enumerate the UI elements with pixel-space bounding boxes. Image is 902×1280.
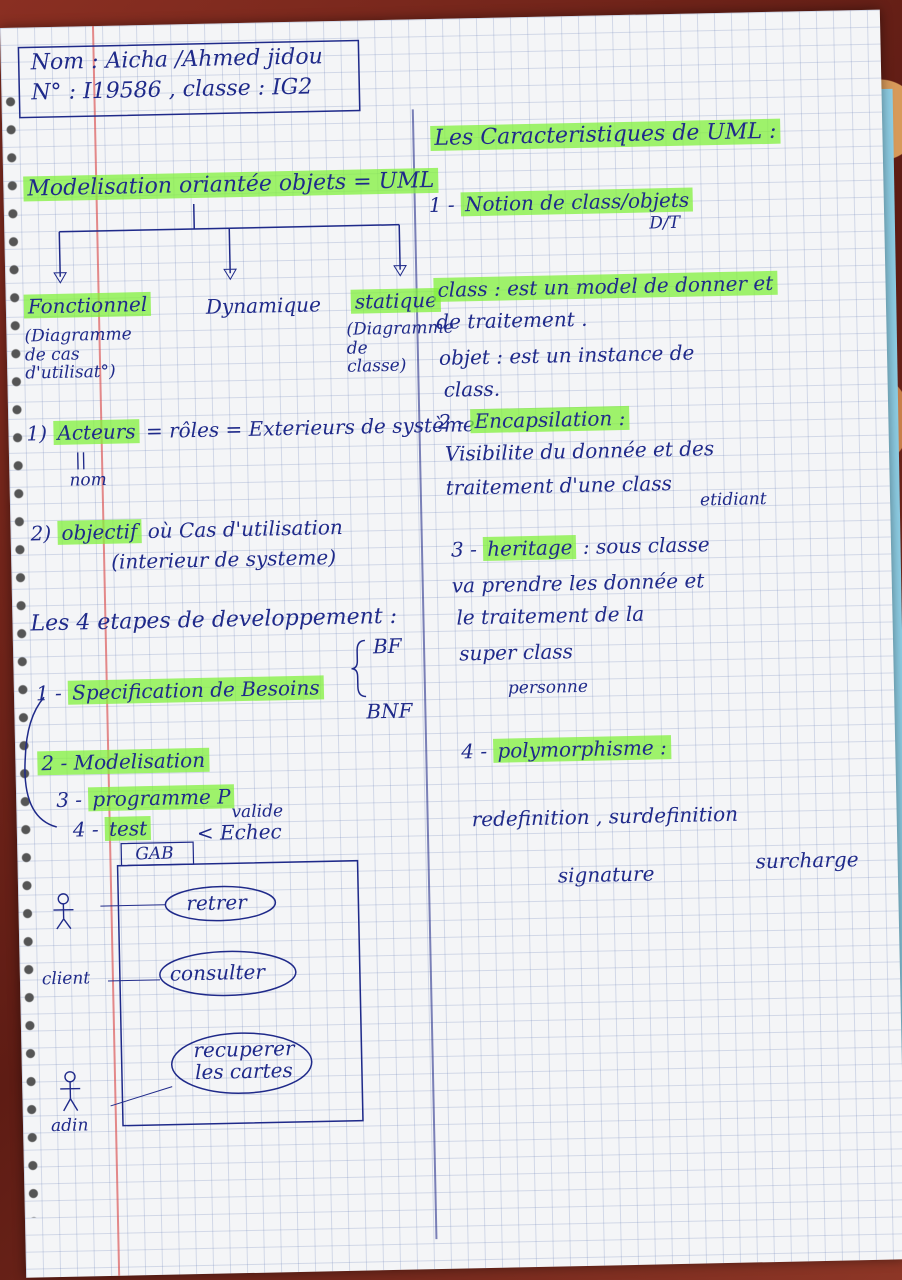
acteurs-num: 1) [26, 421, 48, 446]
objectif-below: (interieur de systeme) [110, 545, 337, 574]
tree-branch-2 [228, 228, 231, 274]
item-3-heading: heritage [482, 535, 577, 561]
actor-icon-2 [60, 1071, 81, 1112]
usecase-2: consulter [169, 959, 266, 986]
branch-note-statique: (Diagramme de classe) [346, 317, 454, 378]
actor-client: client [41, 968, 91, 990]
notebook-page: Nom : Aicha /Ahmed jidou N° : I19586 , c… [0, 9, 902, 1278]
step-2-num: 2 - [41, 750, 68, 776]
herit-2: va prendre les donnée et [451, 568, 705, 598]
branch-dynamique: Dynamique [205, 292, 322, 319]
actor-adin: adin [50, 1115, 89, 1137]
item-1-heading: Notion de class/objets [460, 187, 694, 217]
dt-label: D/T [649, 212, 681, 234]
branch-fonctionnel: Fonctionnel [23, 291, 152, 319]
bf-label: BF [372, 633, 402, 659]
step-3-num: 3 - [55, 787, 83, 812]
step-3-label: programme P [88, 784, 235, 812]
acteurs-below: nom [69, 469, 108, 491]
acteurs-word: Acteurs [53, 419, 140, 445]
objet-def-2: class. [443, 376, 501, 402]
step-1-num: 1 - [35, 680, 63, 706]
system-label-box [120, 841, 195, 867]
step-2-label: Modelisation [73, 747, 206, 775]
assoc-2 [107, 979, 160, 982]
drawing-layer [17, 39, 407, 1127]
system-label: GAB [135, 843, 174, 865]
item-2-num: 2 - [438, 409, 465, 434]
usecase-ellipse-3 [170, 1032, 313, 1094]
surcharge-label: surcharge [755, 847, 859, 874]
step-4-label: test [104, 816, 152, 841]
item-4-heading: polymorphisme : [493, 735, 672, 763]
objectif-rest: où Cas d'utilisation [147, 514, 344, 544]
personne-label: personne [507, 676, 589, 699]
item-2-heading: Encapsilation : [470, 405, 630, 434]
tree-branch-3 [398, 224, 401, 270]
branch-note-fonctionnel: (Diagramme de cas d'utilisat°) [24, 324, 132, 384]
usecase-ellipse-2 [159, 950, 297, 997]
encap-1: Visibilite du donnée et des [444, 436, 715, 466]
signature-label: signature [557, 861, 655, 888]
actor-icon-1 [53, 893, 74, 930]
objectif-word: objectif [57, 519, 142, 545]
herit-3: le traitement de la [456, 601, 645, 630]
usecase-3: recuperer les cartes [193, 1036, 295, 1085]
arrow-3 [393, 265, 407, 277]
encap-2: traitement d'une class [445, 471, 673, 500]
tree-branch-1 [58, 231, 61, 277]
objectif-num: 2) [30, 521, 52, 546]
assoc-3 [110, 1086, 173, 1107]
assoc-1 [100, 904, 166, 907]
class-def-2: de traitement . [435, 306, 588, 334]
bnf-label: BNF [366, 698, 413, 724]
etidiant-label: etidiant [699, 489, 767, 511]
objet-def: objet : est un instance de [438, 340, 695, 370]
system-boundary [116, 859, 364, 1127]
loop-arrow [24, 696, 57, 828]
brace [351, 639, 367, 698]
arrow-2 [223, 268, 237, 281]
header-box [17, 39, 361, 119]
arrow-1 [53, 272, 68, 284]
step-4-num: 4 - [72, 817, 99, 842]
item-4-num: 4 - [461, 738, 488, 764]
usecase-1: retrer [186, 890, 248, 916]
herit-1: : sous classe [582, 532, 710, 559]
acteurs-eq: || [74, 450, 87, 471]
branch-statique: statique [350, 287, 442, 314]
poly-1: redefinition , surdefinition [471, 801, 739, 832]
echec-label: < Echec [196, 819, 282, 846]
class-def-word: class : [437, 276, 501, 302]
herit-4: super class [458, 639, 574, 666]
item-1-num: 1 - [428, 192, 455, 218]
tree-stem [192, 203, 196, 229]
item-3-num: 3 - [450, 537, 478, 562]
